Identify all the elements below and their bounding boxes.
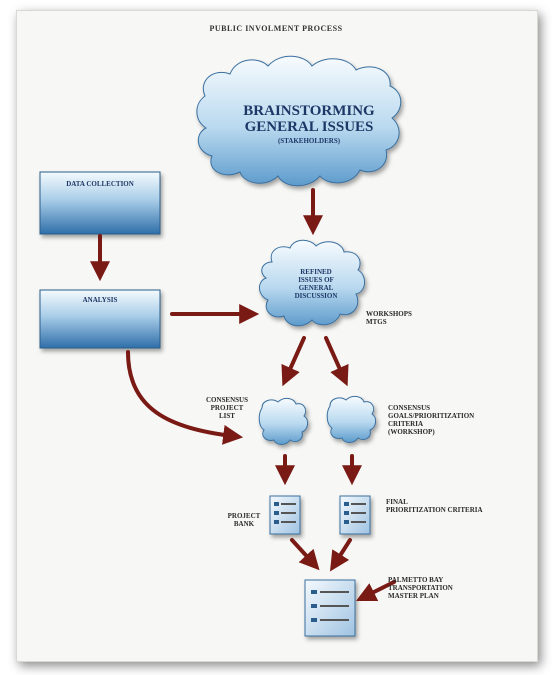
final-criteria-label: FINAL PRIORITIZATION CRITERIA bbox=[386, 498, 483, 514]
analysis-label: ANALYSIS bbox=[82, 296, 118, 304]
arrow-refined-to-goals bbox=[324, 336, 349, 387]
final-criteria-document-icon bbox=[339, 495, 371, 535]
brainstorm-line2: GENERAL ISSUES bbox=[244, 119, 374, 135]
consensus-project-label: CONSENSUS PROJECT LIST bbox=[196, 396, 258, 420]
refined-line4: DISCUSSION bbox=[294, 292, 338, 300]
refined-line3: GENERAL bbox=[298, 284, 334, 292]
refined-line1: REFINED bbox=[300, 268, 332, 276]
workshops-line1: WORKSHOPS bbox=[366, 310, 412, 318]
consensus-project-line3: LIST bbox=[219, 412, 235, 420]
project-bank-line2: BANK bbox=[233, 520, 255, 528]
final-criteria-line2: PRIORITIZATION CRITERIA bbox=[386, 506, 483, 514]
refined-issues-cloud bbox=[259, 239, 365, 327]
final-criteria-line1: FINAL bbox=[386, 498, 408, 506]
project-list-cloud bbox=[258, 397, 309, 445]
brainstorm-line1: BRAINSTORMING bbox=[243, 103, 375, 119]
arrow-refined-to-projectlist bbox=[281, 336, 306, 387]
arrow-criteria-to-masterplan bbox=[329, 538, 352, 572]
project-bank-line1: PROJECT bbox=[227, 512, 261, 520]
analysis-box bbox=[39, 289, 161, 349]
brainstorm-label: BRAINSTORMING GENERAL ISSUES (STAKEHOLDE… bbox=[226, 104, 392, 147]
arrow-bank-to-masterplan bbox=[290, 538, 320, 571]
consensus-goals-line3: CRITERIA bbox=[388, 420, 424, 428]
workshops-label: WORKSHOPS MTGS bbox=[366, 310, 412, 326]
brainstorm-cloud bbox=[196, 55, 402, 187]
diagram-title: PUBLIC INVOLMENT PROCESS bbox=[209, 24, 343, 33]
master-plan-document-icon bbox=[304, 579, 356, 637]
project-bank-document-icon bbox=[269, 495, 301, 535]
arrow-label-to-masterplan bbox=[355, 580, 396, 602]
arrow-analysis-to-projectlist bbox=[126, 350, 244, 445]
master-plan-line3: MASTER PLAN bbox=[388, 592, 439, 600]
brainstorm-line3: (STAKEHOLDERS) bbox=[277, 137, 341, 145]
consensus-project-line1: CONSENSUS bbox=[205, 396, 248, 404]
consensus-goals-line4: (WORKSHOP) bbox=[388, 428, 435, 436]
refined-label: REFINED ISSUES OF GENERAL DISCUSSION bbox=[278, 268, 354, 300]
consensus-project-line2: PROJECT bbox=[210, 404, 244, 412]
consensus-goals-line1: CONSENSUS bbox=[388, 404, 431, 412]
consensus-goals-label: CONSENSUS GOALS/PRIORITIZATION CRITERIA … bbox=[388, 404, 474, 436]
master-plan-line2: TRANSPORTATION bbox=[388, 584, 453, 592]
goals-criteria-cloud bbox=[326, 395, 377, 443]
data-collection-label: DATA COLLECTION bbox=[66, 180, 134, 188]
refined-line2: ISSUES OF bbox=[298, 276, 334, 284]
consensus-goals-line2: GOALS/PRIORITIZATION bbox=[388, 412, 475, 420]
master-plan-label: PALMETTO BAY TRANSPORTATION MASTER PLAN bbox=[388, 576, 453, 600]
project-bank-label: PROJECT BANK bbox=[222, 512, 266, 528]
master-plan-line1: PALMETTO BAY bbox=[388, 576, 444, 584]
data-collection-box bbox=[39, 171, 161, 235]
workshops-line2: MTGS bbox=[366, 318, 387, 326]
